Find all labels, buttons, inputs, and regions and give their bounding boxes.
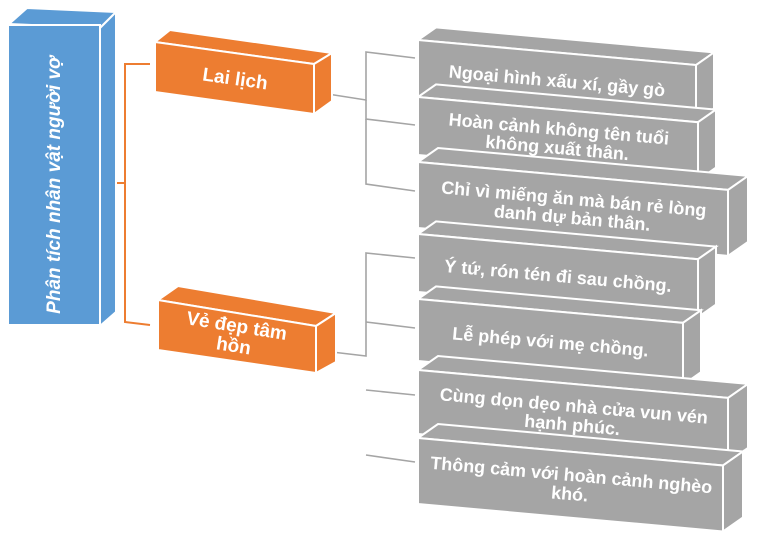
root-block (6, 6, 119, 329)
leaf-block (415, 422, 746, 534)
branch-lai-lich-block (152, 28, 335, 116)
root-label: Phân tích nhân vật người vợ (44, 56, 66, 314)
leaf-connectors (314, 51, 416, 463)
branch-ve-dep-block (155, 284, 339, 375)
